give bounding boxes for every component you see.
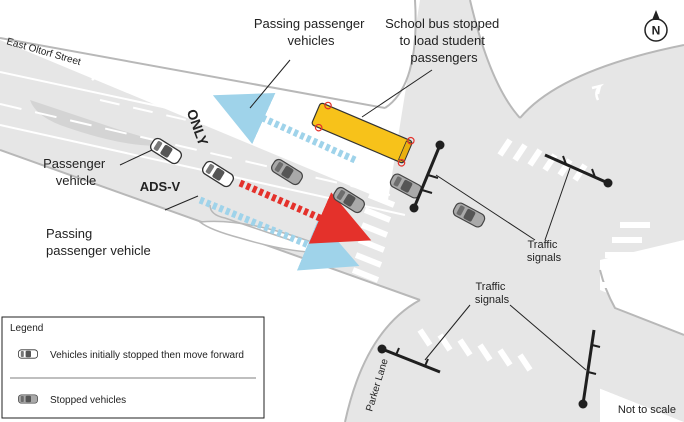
label-ads-v: ADS-V: [140, 179, 181, 194]
label-school-bus: School bus stopped to load student passe…: [385, 16, 503, 65]
label-traffic-signals-bottom: Traffic signals: [475, 281, 510, 306]
traffic-signal-northeast: [544, 153, 613, 188]
crosswalk-south: [417, 328, 533, 372]
north-arrow-icon: N: [644, 10, 668, 42]
passing-path-bottom: [198, 196, 360, 271]
traffic-signal-southwest: [377, 344, 441, 374]
legend-item-stopped: Stopped vehicles: [50, 395, 126, 406]
passing-path-top: [212, 93, 357, 164]
legend-title: Legend: [10, 323, 43, 334]
label-passing-vehicle-bottom: Passing passenger vehicle: [46, 226, 151, 258]
legend-item-moved: Vehicles initially stopped then move for…: [50, 350, 244, 361]
label-passenger-vehicle: Passenger vehicle: [43, 156, 109, 188]
school-bus: [311, 101, 415, 167]
traffic-signal-southeast: [578, 329, 601, 409]
turn-arrow-right: [591, 83, 605, 101]
crosswalk-north: [497, 138, 588, 182]
label-passing-vehicles-top: Passing passenger vehicles: [254, 16, 368, 48]
label-not-to-scale: Not to scale: [618, 404, 676, 416]
ads-v-path: [238, 179, 372, 244]
crosswalk-east: [601, 222, 650, 288]
traffic-signal-northwest: [409, 140, 445, 213]
white-car-icon: [18, 349, 38, 359]
svg-text:N: N: [652, 24, 661, 38]
turn-arrow-left: [91, 69, 111, 82]
gray-car-icon: [18, 394, 38, 404]
callout-leaders: [119, 59, 587, 371]
legend: Legend Vehicles initially stopped then m…: [1, 316, 265, 419]
label-traffic-signals-right: Traffic signals: [527, 239, 562, 264]
